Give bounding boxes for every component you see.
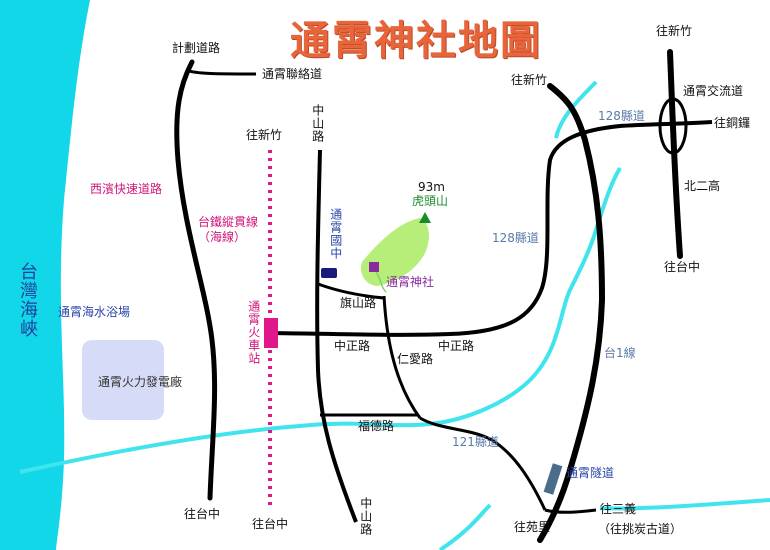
to-yuanli-label: 往苑里 [514, 520, 551, 534]
station-label: 通霄火車站 [246, 300, 261, 365]
to-taichung-rail-label: 往台中 [252, 517, 289, 531]
north-freeway-label: 北二高 [684, 179, 721, 193]
elevation-label: 93m [418, 180, 445, 194]
beach-label: 通霄海水浴場 [58, 305, 131, 319]
zhongshan-road-top-label: 中山路 [310, 104, 325, 143]
road-tongxiao-link [185, 68, 257, 76]
road-zhongshan [315, 149, 358, 523]
road-jihua [174, 59, 218, 501]
map-title: 通霄神社地圖 [290, 17, 542, 64]
school-marker [321, 268, 337, 278]
to-hsinchu-right-label: 往新竹 [656, 24, 693, 38]
power-plant-label: 通霄火力發電廠 [98, 375, 183, 389]
fude-road-label: 福德路 [358, 419, 395, 433]
shrine-label: 通霄神社 [386, 275, 435, 289]
road-qishan [317, 282, 385, 300]
jihua-road-label: 計劃道路 [172, 41, 221, 55]
to-hsinchu-left-label: 往新竹 [246, 128, 283, 142]
tunnel-marker [543, 463, 563, 495]
road-county-121 [419, 416, 547, 511]
to-sanyi-label: 往三義 [600, 502, 637, 516]
sea-label: 台灣海峽 [17, 262, 38, 338]
road-zhongzheng-128 [271, 120, 713, 337]
qishan-road-label: 旗山路 [340, 296, 377, 310]
to-hsinchu-mid-label: 往新竹 [511, 73, 548, 87]
county-128-top-label: 128縣道 [598, 109, 645, 123]
west-coast-highway-label: 西濱快速道路 [90, 182, 163, 196]
sea-area [0, 0, 90, 550]
zhongzheng-road-right-label: 中正路 [438, 339, 475, 353]
interchange-label: 通霄交流道 [683, 84, 744, 98]
school-label: 通霄國中 [328, 208, 343, 260]
shrine-trail [375, 271, 387, 293]
river-main [19, 166, 622, 474]
to-taichung-right-label: 往台中 [664, 260, 701, 274]
county-128-mid-label: 128縣道 [492, 231, 539, 245]
renai-road-label: 仁愛路 [397, 352, 434, 366]
tongxiao-link-road-label: 通霄聯絡道 [262, 67, 323, 81]
interchange-ring [658, 97, 688, 155]
zhongzheng-road-left-label: 中正路 [334, 339, 371, 353]
to-tongluo-label: 往銅鑼 [714, 116, 751, 130]
hutoushan-peak-icon [419, 212, 431, 223]
river-lower [438, 503, 492, 550]
hutoushan-label: 虎頭山 [412, 194, 449, 208]
tunnel-label: 通霄隧道 [566, 466, 615, 480]
railway-label: 台鐵縱貫線 [198, 215, 259, 229]
road-freeway-north2 [667, 49, 683, 259]
county-121-label: 121縣道 [452, 435, 499, 449]
road-to-sanyi [544, 508, 597, 514]
power-plant-area [82, 340, 164, 420]
river-east-branch [599, 498, 770, 511]
provincial-1-label: 台1線 [604, 346, 636, 360]
road-renai [382, 295, 422, 419]
to-taichung-left-label: 往台中 [184, 507, 221, 521]
station-marker [264, 318, 278, 348]
railway-sub-label: （海線） [198, 230, 247, 244]
to-tiaotan-label: （往挑炭古道） [598, 522, 683, 536]
road-provincial-1 [537, 83, 606, 543]
zhongshan-road-bottom-label: 中山路 [358, 497, 373, 536]
shrine-marker [369, 262, 379, 272]
